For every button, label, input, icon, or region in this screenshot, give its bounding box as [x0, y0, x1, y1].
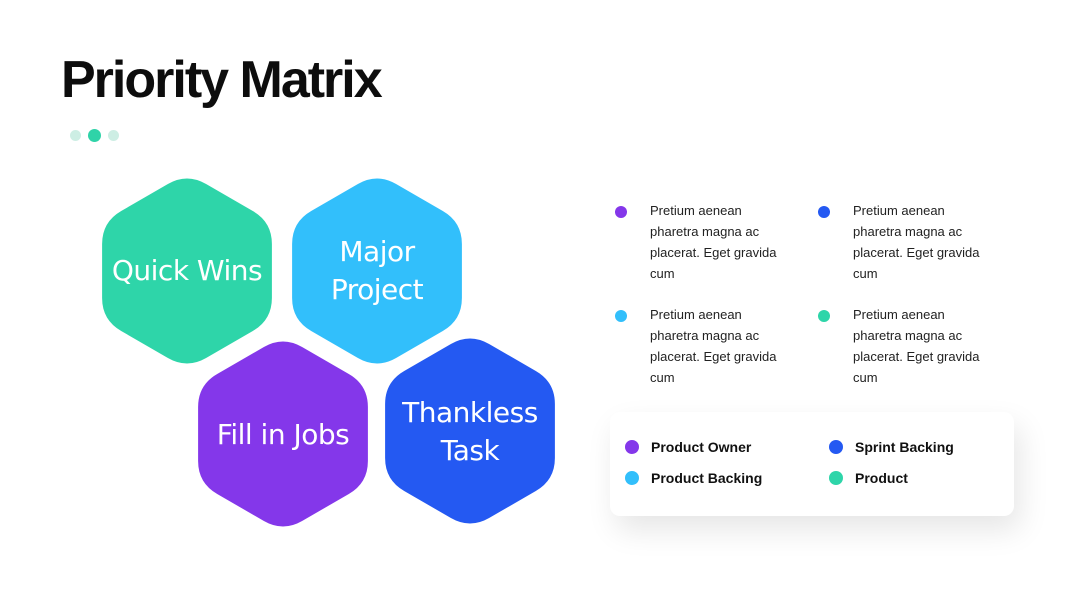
- hexagon-label-major-project: Major Project: [292, 233, 462, 309]
- hexagon-quick-wins: [102, 178, 272, 364]
- hexagon-label-line: Major: [339, 235, 415, 268]
- description-item: Pretium aenean pharetra magna ac placera…: [615, 304, 785, 388]
- description-item: Pretium aenean pharetra magna ac placera…: [818, 200, 988, 284]
- bullet-dot: [818, 206, 830, 218]
- legend-card: Product Owner Sprint Backing Product Bac…: [610, 412, 1014, 516]
- hexagon-label-fill-in-jobs: Fill in Jobs: [198, 416, 368, 454]
- legend-label: Sprint Backing: [855, 439, 954, 455]
- hexagon-label-line: Quick Wins: [111, 254, 263, 287]
- legend-dot: [625, 440, 639, 454]
- hexagon-major-project: [292, 178, 462, 364]
- description-item: Pretium aenean pharetra magna ac placera…: [615, 200, 785, 284]
- bullet-dot: [818, 310, 830, 322]
- indicator-dot: [70, 130, 81, 141]
- legend-item: Product: [829, 470, 908, 486]
- hexagon-fill-in-jobs: [198, 341, 368, 527]
- hexagon-label-line: Thankless: [402, 396, 538, 429]
- bullet-dot: [615, 206, 627, 218]
- legend-item: Product Backing: [625, 470, 762, 486]
- hexagon-label-thankless-task: Thankless Task: [385, 394, 555, 470]
- hexagon-label-line: Fill in Jobs: [216, 418, 350, 451]
- legend-dot: [829, 440, 843, 454]
- description-text: Pretium aenean pharetra magna ac placera…: [853, 203, 980, 281]
- slide-indicator: [70, 129, 119, 142]
- legend-label: Product: [855, 470, 908, 486]
- hexagon-label-quick-wins: Quick Wins: [102, 252, 272, 290]
- indicator-dot-active: [88, 129, 101, 142]
- legend-item: Product Owner: [625, 439, 751, 455]
- legend-item: Sprint Backing: [829, 439, 954, 455]
- hexagon-thankless-task: [385, 338, 555, 524]
- legend-dot: [625, 471, 639, 485]
- legend-label: Product Owner: [651, 439, 752, 455]
- bullet-dot: [615, 310, 627, 322]
- page-title: Priority Matrix: [61, 51, 383, 109]
- legend-label: Product Backing: [651, 470, 763, 486]
- hexagon-label-line: Task: [440, 434, 500, 467]
- indicator-dot: [108, 130, 119, 141]
- description-text: Pretium aenean pharetra magna ac placera…: [650, 307, 777, 385]
- hexagon-label-line: Project: [330, 273, 424, 306]
- description-text: Pretium aenean pharetra magna ac placera…: [853, 307, 980, 385]
- description-text: Pretium aenean pharetra magna ac placera…: [650, 203, 777, 281]
- description-item: Pretium aenean pharetra magna ac placera…: [818, 304, 988, 388]
- legend-dot: [829, 471, 843, 485]
